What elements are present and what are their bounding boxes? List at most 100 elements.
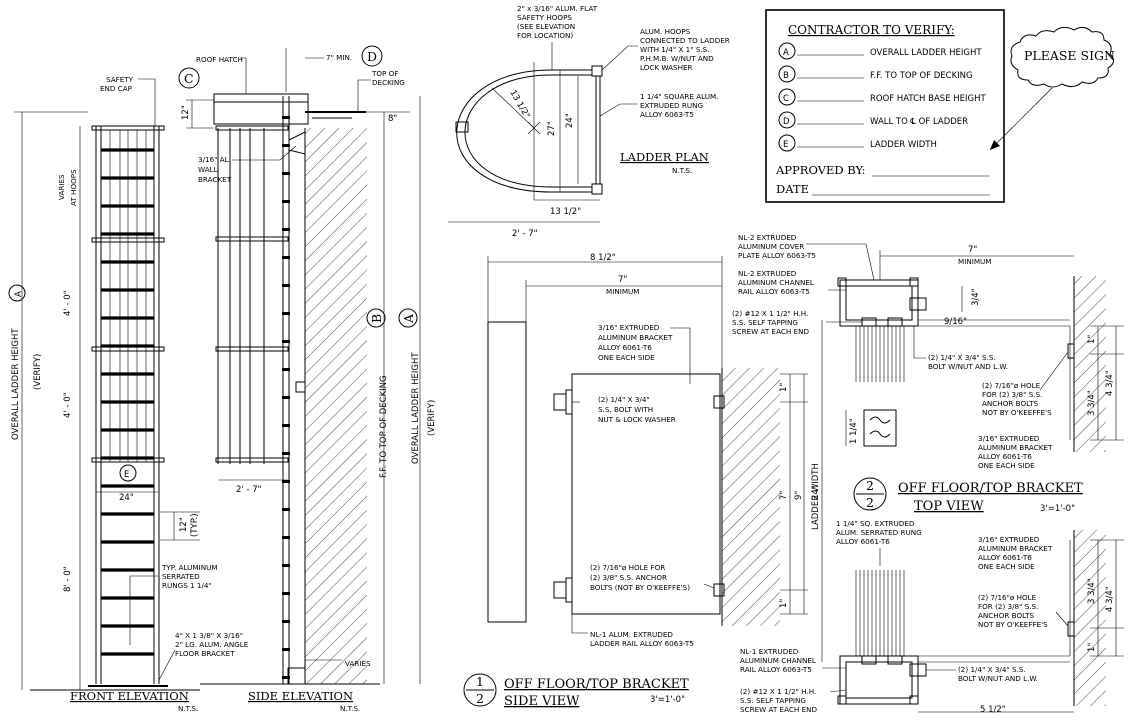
side-rung bbox=[282, 452, 290, 455]
plan-hoops-2: SAFETY HOOPS bbox=[517, 13, 572, 22]
btop-dim-3-4: 3/4" bbox=[971, 288, 981, 306]
front-angle-note-2: 2" LG. ALUM. ANGLE bbox=[175, 640, 249, 649]
side-verify: (VERIFY) bbox=[427, 400, 437, 436]
verify-item-label: WALL TO ℄ OF LADDER bbox=[870, 117, 968, 127]
side-marker-c: C bbox=[184, 71, 194, 86]
btop-screw2-2: S.S. SELF TAPPING bbox=[740, 696, 806, 705]
date-label: DATE bbox=[776, 182, 809, 196]
btop-nl1-2: ALUMINUM CHANNEL bbox=[740, 656, 816, 665]
side-rung bbox=[282, 312, 290, 315]
btop-dim-3-3-4-upper: 3 3/4" bbox=[1087, 390, 1097, 416]
btop-screw2-3: SCREW AT EACH END bbox=[740, 705, 817, 714]
safety-end-cap-1: SAFETY bbox=[106, 75, 134, 84]
btop-dim-24: 24" bbox=[811, 485, 821, 500]
front-marker-a: A bbox=[14, 291, 24, 297]
plan-alum-hoops-5: LOCK WASHER bbox=[640, 63, 693, 72]
btop-bolt2-2: BOLT W/NUT AND L.W. bbox=[958, 674, 1038, 683]
btop-screw-2: S.S. SELF TAPPING bbox=[732, 318, 798, 327]
btop-hole-4: NOT BY O'KEEFFE'S bbox=[982, 408, 1052, 417]
btop-rung-1: 1 1/4" SQ. EXTRUDED bbox=[836, 519, 915, 528]
verify-item-marker bbox=[778, 88, 796, 106]
bside-scale: 3'=1'-0" bbox=[650, 695, 685, 705]
roof-hatch-label: ROOF HATCH bbox=[196, 55, 243, 64]
verify-item-label: F.F. TO TOP OF DECKING bbox=[870, 71, 973, 81]
btop-cover-2: ALUMINUM COVER bbox=[738, 242, 804, 251]
btop-bracket2-4: ONE EACH SIDE bbox=[978, 562, 1035, 571]
verify-item-label: LADDER WIDTH bbox=[870, 140, 937, 150]
bside-dim-1-bot: 1" bbox=[779, 599, 789, 608]
btop-scale: 3'=1'-0" bbox=[1040, 504, 1075, 514]
btop-dim-1-upper: 1" bbox=[1087, 335, 1097, 344]
btop-hole2-1: (2) 7/16"ø HOLE bbox=[978, 593, 1037, 602]
btop-hole-3: ANCHOR BOLTS bbox=[982, 399, 1039, 408]
verify-item-label: OVERALL LADDER HEIGHT bbox=[870, 48, 982, 58]
bside-title: OFF FLOOR/TOP BRACKET bbox=[504, 677, 689, 692]
side-ff-top-decking: F.F. TO TOP OF DECKING bbox=[379, 375, 389, 478]
approved-by: APPROVED BY: bbox=[775, 163, 866, 177]
side-rung bbox=[282, 564, 290, 567]
side-rung bbox=[282, 508, 290, 511]
bside-hole-2: (2) 3/8" S.S. ANCHOR bbox=[590, 573, 667, 582]
verify-item-letter: E bbox=[783, 140, 788, 150]
btop-hole2-3: ANCHOR BOLTS bbox=[978, 611, 1035, 620]
plan-rung-note-2: EXTRUDED RUNG bbox=[640, 101, 703, 110]
bside-dim-1-top: 1" bbox=[779, 383, 789, 392]
bside-bolt-2: S.S. BOLT WITH bbox=[598, 405, 653, 414]
btop-bracket-4: ONE EACH SIDE bbox=[978, 461, 1035, 470]
plan-hoops-3: (SEE ELEVATION bbox=[517, 22, 575, 31]
side-marker-d: D bbox=[367, 49, 377, 64]
plan-dim-2-7: 2' - 7" bbox=[512, 229, 538, 239]
side-elevation-nts: N.T.S. bbox=[340, 704, 360, 713]
wall-bracket-3: BRACKET bbox=[198, 175, 232, 184]
bside-hole-1: (2) 7/16"ø HOLE FOR bbox=[590, 563, 665, 572]
bside-bolt-1: (2) 1/4" X 3/4" bbox=[598, 395, 650, 404]
front-dim-4ft-upper: 4' - 0" bbox=[63, 290, 73, 316]
side-rung bbox=[282, 340, 290, 343]
btop-hole-1: (2) 7/16"ø HOLE bbox=[982, 381, 1041, 390]
btop-channel-1: NL-2 EXTRUDED bbox=[738, 269, 797, 278]
side-rung bbox=[282, 592, 290, 595]
verify-item-marker bbox=[778, 65, 796, 83]
btop-bracket2-2: ALUMINUM BRACKET bbox=[978, 544, 1053, 553]
side-rung bbox=[282, 536, 290, 539]
btop-channel-3: RAIL ALLOY 6063-T5 bbox=[738, 287, 810, 296]
plan-dim-radius: 13 1/2" bbox=[507, 89, 531, 121]
btop-screw-3: SCREW AT EACH END bbox=[732, 327, 809, 336]
plan-alum-hoops-1: ALUM. HOOPS bbox=[640, 27, 691, 36]
btop-dim-4-3-4-upper: 4 3/4" bbox=[1105, 370, 1115, 396]
front-elevation: OVERALL LADDER HEIGHT (VERIFY) A VARIES … bbox=[8, 75, 249, 713]
bside-bracket-2: ALUMINUM BRACKET bbox=[598, 333, 673, 342]
verify-title: CONTRACTOR TO VERIFY: bbox=[788, 23, 955, 37]
plan-rung-note-3: ALLOY 6063-T5 bbox=[640, 110, 694, 119]
btop-screw-1: (2) #12 X 1 1/2" H.H. bbox=[732, 309, 808, 318]
side-rung bbox=[282, 172, 290, 175]
side-elevation: ROOF HATCH C D 7" MIN. TOP OF DECKING 8"… bbox=[178, 45, 437, 713]
side-rung bbox=[282, 200, 290, 203]
verify-item-letter: B bbox=[783, 71, 789, 81]
side-marker-a: A bbox=[401, 313, 416, 324]
side-dim-8: 8" bbox=[388, 114, 397, 124]
plan-alum-hoops-3: WITH 1/4" X 1" S.S. bbox=[640, 45, 710, 54]
side-marker-b: B bbox=[369, 314, 384, 323]
btop-cover-1: NL-2 EXTRUDED bbox=[738, 233, 797, 242]
plan-alum-hoops-2: CONNECTED TO LADDER bbox=[640, 36, 730, 45]
verify-item-letter: A bbox=[783, 48, 789, 58]
btop-rung-3: ALLOY 6061-T6 bbox=[836, 537, 890, 546]
bracket-side-view: 8 1/2" 7" MINIMUM 3/16" EXTRUDED ALUMINU… bbox=[463, 253, 808, 709]
side-rung bbox=[282, 424, 290, 427]
side-min-7: 7" MIN. bbox=[326, 53, 352, 62]
front-elevation-title: FRONT ELEVATION bbox=[70, 689, 189, 703]
btop-hole2-2: FOR (2) 3/8" S.S. bbox=[978, 602, 1038, 611]
btop-hole2-4: NOT BY O'KEEFFE'S bbox=[978, 620, 1048, 629]
side-rung bbox=[282, 116, 290, 119]
front-rung-note-2: SERRATED bbox=[162, 572, 200, 581]
bside-hole-3: BOLTS (NOT BY O'KEEFFE'S) bbox=[590, 583, 690, 592]
verify-item-letter: C bbox=[783, 94, 789, 104]
verify-item-marker bbox=[778, 42, 796, 60]
btop-bolt-2: BOLT W/NUT AND L.W. bbox=[928, 362, 1008, 371]
bside-bracket-1: 3/16" EXTRUDED bbox=[598, 323, 660, 332]
plan-hoops-1: 2" x 3/16" ALUM. FLAT bbox=[517, 4, 598, 13]
btop-ladder-width: LADDER WIDTH bbox=[811, 463, 821, 530]
bside-bolt-3: NUT & LOCK WASHER bbox=[598, 415, 676, 424]
side-dim-12: 12" bbox=[181, 105, 191, 120]
